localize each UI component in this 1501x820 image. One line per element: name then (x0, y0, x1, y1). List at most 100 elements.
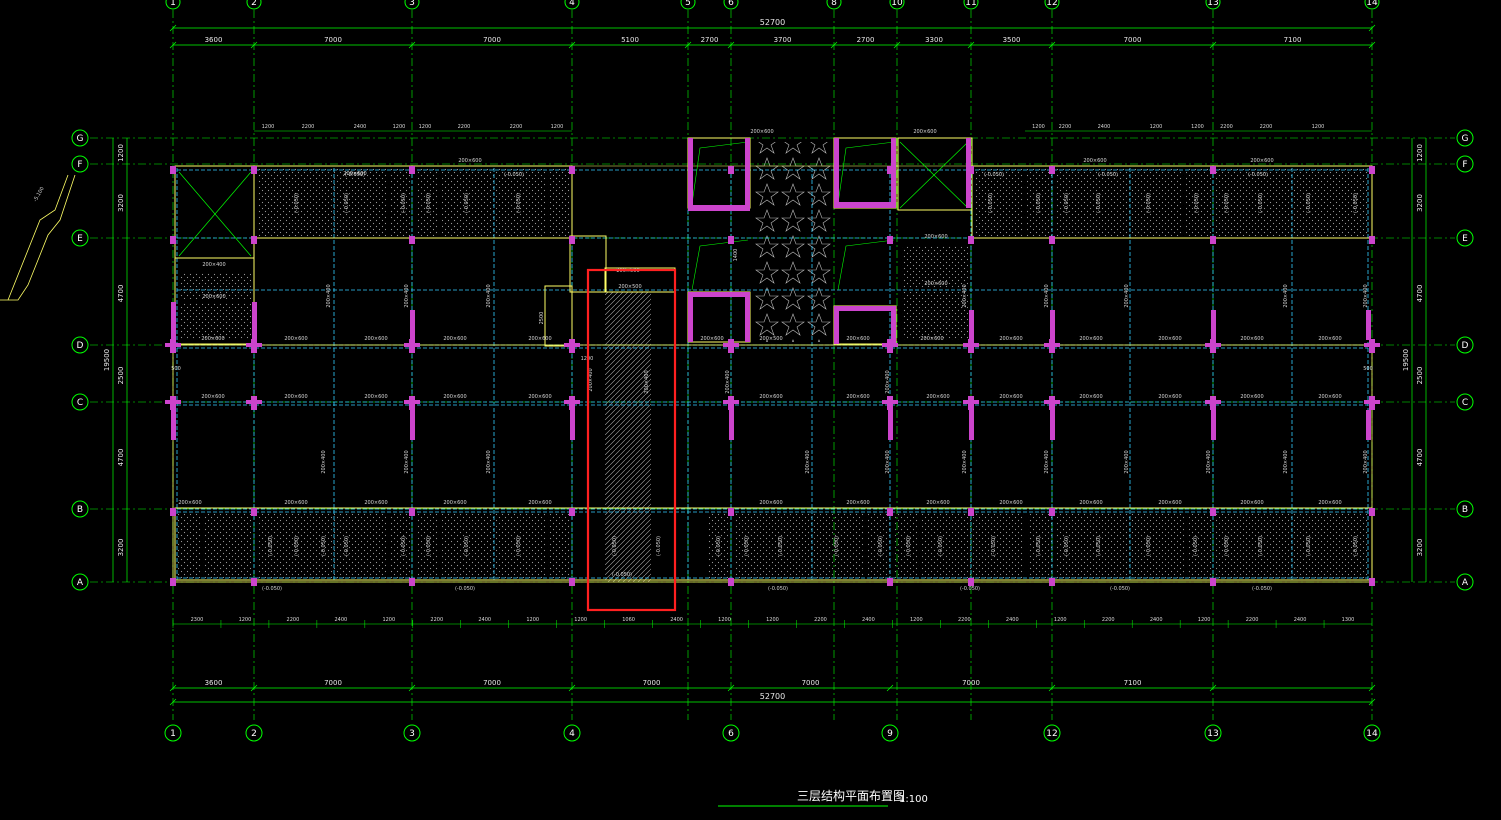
slab-elev-7: (-0.050) (294, 536, 300, 556)
slab-elev-5: (-0.050) (516, 193, 522, 213)
dim-left-text-3: 2500 (117, 367, 125, 385)
axis-label-right-E: E (1462, 234, 1468, 244)
axis-label-bottom-2: 2 (251, 729, 257, 739)
dim-top-seg-tick-3 (568, 41, 576, 49)
axis-bubble-left-A (71, 573, 89, 591)
slab-top-11 (1078, 168, 1130, 236)
axis-bubble-top-4 (564, 0, 580, 10)
slab-bottom-2 (258, 512, 282, 578)
core-wall-0 (688, 205, 750, 211)
dim-bottom-seg-text-3: 7000 (643, 679, 661, 687)
beam-label-23: 200×600 (1079, 394, 1102, 400)
beam-label-v-20: 200×400 (725, 370, 731, 393)
beam-label-v-11: 200×400 (1206, 450, 1212, 473)
core-wall-5 (745, 138, 750, 208)
dim-top-total-text-0: 52700 (760, 18, 785, 27)
beam-label-1: 200×600 (284, 336, 307, 342)
column-cap-402-6 (963, 400, 979, 404)
axis-label-right-D: D (1462, 341, 1469, 351)
slab-elev-36: (-0.050) (1096, 193, 1102, 213)
axis-bubble-right-B (1456, 500, 1474, 518)
column-cap-345-5 (882, 343, 898, 347)
beam-label-0: 200×600 (201, 336, 224, 342)
column-edge-508-3 (569, 508, 575, 516)
dim-top-seg-tick-4 (684, 41, 692, 49)
dim-bottom-detail-24: 1300 (1342, 617, 1355, 623)
beam-label-45: 200×600 (750, 129, 773, 135)
axis-bubble-bottom-3 (403, 724, 421, 742)
column-cap-345-0 (165, 343, 181, 347)
dim-bottom-total-text-0: 52700 (760, 692, 785, 701)
axis-label-top-2: 2 (251, 0, 257, 8)
dim-top-detail-2: 2400 (354, 124, 367, 130)
column-edge-166-3 (569, 166, 575, 174)
dim-top-detail-r-3: 1200 (1150, 124, 1163, 130)
axis-bubble-top-1 (165, 0, 181, 10)
slab-elev-6: (-0.050) (268, 536, 274, 556)
dim-top-seg-text-5: 3700 (774, 36, 792, 44)
beam-label-16: 200×600 (364, 394, 387, 400)
dim-right-total: 19500 (1402, 349, 1410, 371)
slab-elev-21: (-0.050) (906, 536, 912, 556)
slab-elev-15: (-0.050) (656, 536, 662, 556)
dim-top-seg-text-2: 7000 (483, 36, 501, 44)
axis-label-bottom-13: 13 (1207, 729, 1218, 739)
dim-top-seg-tick-10 (1209, 41, 1217, 49)
dim-bottom-seg-tick-6 (1048, 684, 1056, 692)
column-cap-402-5 (882, 400, 898, 404)
dim-left-text-2: 4700 (117, 285, 125, 303)
column-edge-166-9 (1369, 166, 1375, 174)
slab-top-17 (1344, 168, 1369, 236)
dim-top-detail-r-6: 2200 (1260, 124, 1273, 130)
slab-elev-30: (-0.050) (1258, 536, 1264, 556)
beam-label-v-3: 200×400 (321, 450, 327, 473)
column-edge-578-4 (728, 578, 734, 586)
slab-top-7 (548, 168, 570, 236)
column-cap-402-0 (165, 400, 181, 404)
column-edge-166-7 (1049, 166, 1055, 174)
slab-stair-core (754, 142, 832, 342)
column-long-3 (1366, 310, 1371, 340)
slab-elev-29: (-0.050) (1224, 536, 1230, 556)
column-cap-345-7 (1044, 343, 1060, 347)
beam-label-27: 200×600 (178, 500, 201, 506)
column-edge-508-7 (1049, 508, 1055, 516)
axis-bubble-right-C (1456, 393, 1474, 411)
axis-bubble-right-G (1456, 129, 1474, 147)
core-wall-3 (834, 306, 896, 311)
slab-top-1 (282, 168, 334, 236)
axis-bubble-right-E (1456, 229, 1474, 247)
axis-label-bottom-6: 6 (728, 729, 734, 739)
slab-elev-4: (-0.050) (464, 193, 470, 213)
slab-core-1 (902, 246, 968, 288)
dim-left-text-1: 3200 (117, 194, 125, 212)
dim-bottom-seg-text-4: 7000 (802, 679, 820, 687)
beam-label-32: 200×600 (759, 500, 782, 506)
column-long-8 (729, 410, 734, 440)
slab-elev-16: (-0.050) (716, 536, 722, 556)
beam-label-v-13: 200×400 (1363, 450, 1369, 473)
slab-elev-25: (-0.050) (1064, 536, 1070, 556)
slab-hatching (177, 142, 1369, 582)
column-long-1 (252, 302, 257, 342)
beam-label-v-4: 200×400 (404, 450, 410, 473)
dim-right-text-3: 2500 (1416, 367, 1424, 385)
axis-bubble-right-A (1456, 573, 1474, 591)
dim-top-detail-r-5: 2200 (1220, 124, 1233, 130)
beam-label-24: 200×600 (1158, 394, 1181, 400)
dim-top-detail-4: 1200 (419, 124, 432, 130)
beam-label-v-8: 200×400 (962, 450, 968, 473)
beam-label-15: 200×600 (284, 394, 307, 400)
column-edge-166-4 (728, 166, 734, 174)
slab-elev-41: (-0.050) (1306, 193, 1312, 213)
dim-top-seg-text-6: 2700 (857, 36, 875, 44)
dim-bottom-total-tick-1 (1368, 698, 1376, 706)
slab-elev-28: (-0.050) (1193, 536, 1199, 556)
slab-top-12 (1130, 168, 1182, 236)
slab-stair-hatch (605, 292, 651, 582)
dim-500-right: 500 (1363, 366, 1373, 372)
column-edge-236-0 (170, 236, 176, 244)
slab-elev-37: (-0.050) (1146, 193, 1152, 213)
